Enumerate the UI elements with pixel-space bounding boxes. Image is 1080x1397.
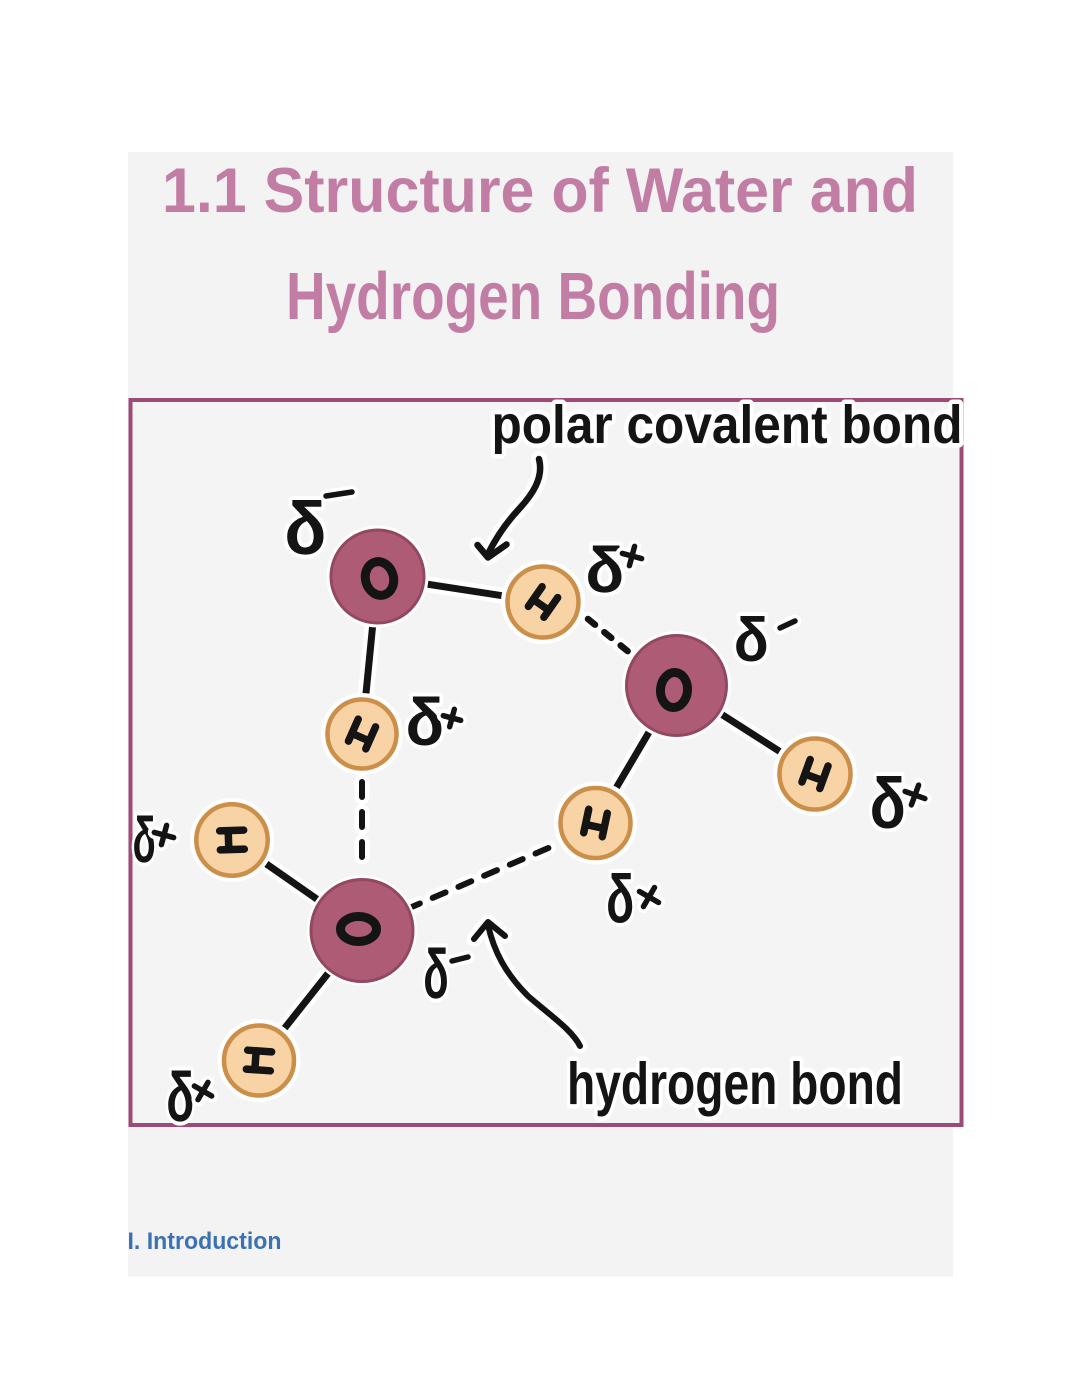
svg-text:δ: δ bbox=[284, 488, 326, 570]
svg-text:δ: δ bbox=[585, 534, 624, 606]
svg-text:hydrogen bond: hydrogen bond bbox=[567, 1051, 903, 1117]
svg-text:I. Introduction: I. Introduction bbox=[128, 1228, 282, 1255]
svg-text:δ: δ bbox=[423, 936, 448, 1014]
svg-text:δ: δ bbox=[870, 764, 906, 843]
svg-text:1.1 Structure of Water and: 1.1 Structure of Water and bbox=[162, 156, 918, 226]
svg-text:Hydrogen Bonding: Hydrogen Bonding bbox=[286, 259, 780, 334]
svg-text:δ: δ bbox=[166, 1057, 194, 1136]
svg-text:δ: δ bbox=[406, 685, 445, 760]
svg-text:δ: δ bbox=[133, 805, 156, 877]
svg-text:δ: δ bbox=[606, 861, 634, 937]
svg-text:polar covalent bond: polar covalent bond bbox=[492, 395, 963, 455]
svg-text:δ: δ bbox=[734, 605, 769, 674]
